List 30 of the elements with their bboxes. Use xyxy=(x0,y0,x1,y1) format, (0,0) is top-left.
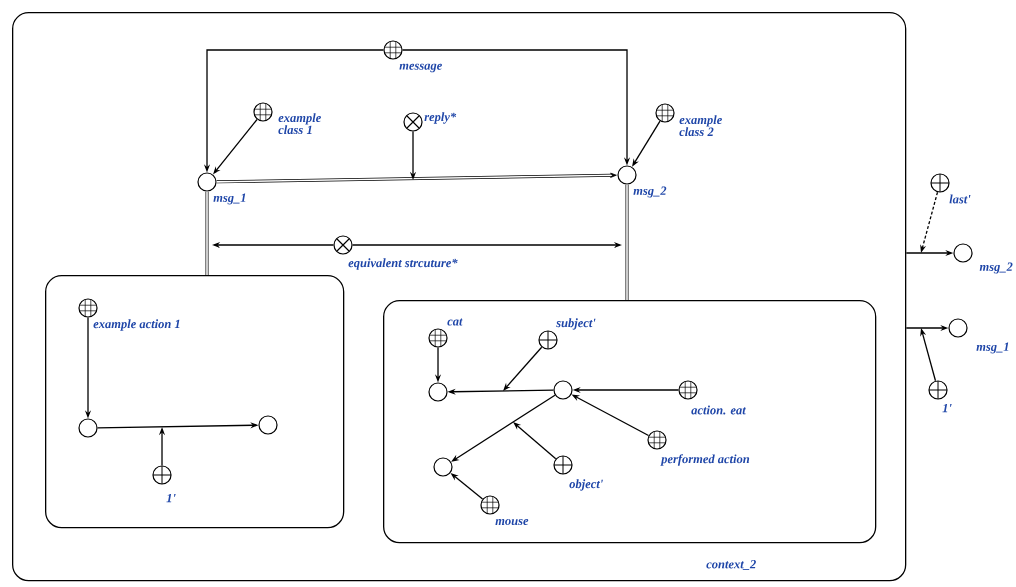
node-label: performed action xyxy=(660,454,750,466)
node-label: msg_1 xyxy=(213,193,246,205)
group-box xyxy=(45,275,345,529)
node-label: msg_2 xyxy=(979,262,1013,274)
circle-node xyxy=(428,382,448,402)
node-label: reply* xyxy=(424,112,457,124)
node-label: 1' xyxy=(942,403,952,413)
arrow xyxy=(503,346,543,391)
node-label: cat xyxy=(447,318,463,326)
node-label: object' xyxy=(569,479,603,491)
box-label: context_2 xyxy=(706,560,756,570)
node-label: equivalent strcuture* xyxy=(348,258,458,270)
arrow xyxy=(513,422,557,460)
circle-node xyxy=(78,418,98,438)
node-label: 1' xyxy=(166,493,176,503)
node-label: msg_2 xyxy=(633,186,667,198)
node-label: subject' xyxy=(556,318,596,330)
node-label: message xyxy=(399,63,442,73)
node-label: mouse xyxy=(495,519,529,525)
circle-node xyxy=(258,415,278,435)
circle-node xyxy=(553,380,573,400)
node-label: msg_1 xyxy=(976,342,1009,354)
group-box xyxy=(383,300,877,544)
circle-node xyxy=(433,457,453,477)
arrow xyxy=(215,172,617,184)
node-label: last' xyxy=(949,194,971,204)
node-label: example class 1 xyxy=(278,113,321,134)
node-label: example class 2 xyxy=(679,115,722,136)
node-label: action. eat xyxy=(691,405,747,415)
node-label: example action 1 xyxy=(93,319,180,331)
